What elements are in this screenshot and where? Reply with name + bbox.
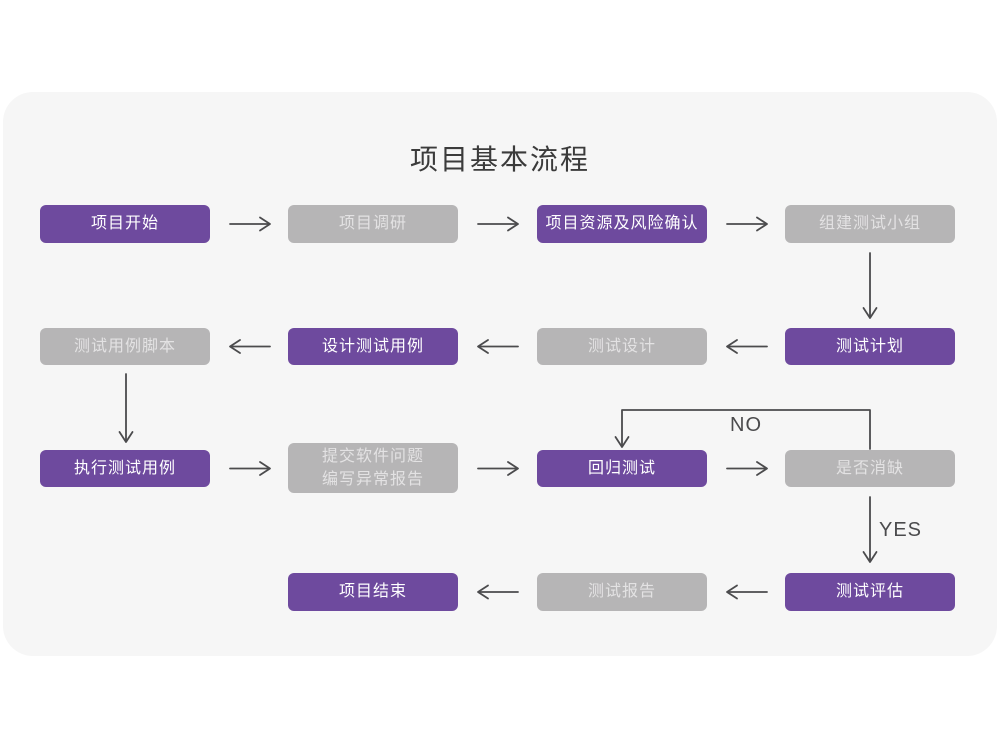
node-test-plan: 测试计划 xyxy=(785,328,955,365)
diagram-title: 项目基本流程 xyxy=(409,144,590,175)
node-test-report: 测试报告 xyxy=(537,573,707,611)
node-execute-test-cases: 执行测试用例 xyxy=(40,450,210,487)
node-resource-risk-confirm: 项目资源及风险确认 xyxy=(537,205,707,243)
node-test-design: 测试设计 xyxy=(537,328,707,365)
edge-label-no: NO xyxy=(730,414,762,436)
edge-label-yes: YES xyxy=(879,519,923,541)
node-project-research: 项目调研 xyxy=(288,205,458,243)
node-regression-test: 回归测试 xyxy=(537,450,707,487)
node-test-evaluation: 测试评估 xyxy=(785,573,955,611)
node-design-test-cases: 设计测试用例 xyxy=(288,328,458,365)
node-defect-resolved: 是否消缺 xyxy=(785,450,955,487)
node-build-test-team: 组建测试小组 xyxy=(785,205,955,243)
node-test-case-script: 测试用例脚本 xyxy=(40,328,210,365)
node-submit-issue-report: 提交软件问题 编写异常报告 xyxy=(288,443,458,493)
node-project-start: 项目开始 xyxy=(40,205,210,243)
flowchart-card xyxy=(3,92,997,656)
node-project-end: 项目结束 xyxy=(288,573,458,611)
